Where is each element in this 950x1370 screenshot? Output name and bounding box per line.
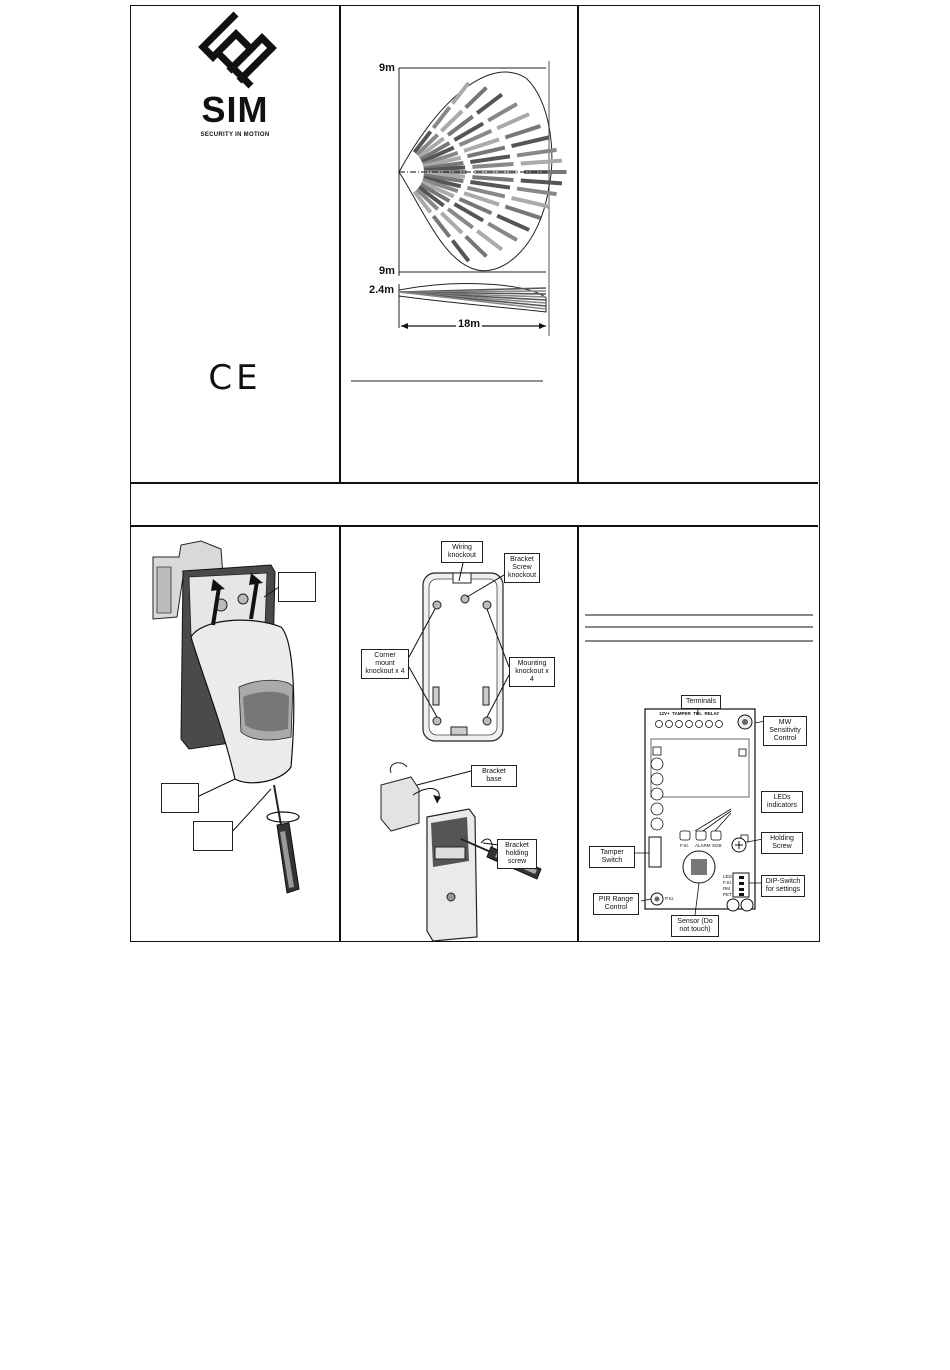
blank-panel [579,6,819,482]
dip-label-0: LED [723,874,732,879]
pcb-panel: Terminals 12V+ TAMPER TBL RELAY MW Sensi… [579,527,819,941]
coverage-panel: 9m 9m 2.4m 18m [341,6,577,482]
bracket-screw-knockout-label: Bracket Screw knockout [504,553,540,583]
section-banner [131,484,819,525]
pir-label: P.SI. [665,896,675,901]
holding-screw-label: Holding Screw [761,832,803,854]
sim-logo-icon [198,11,277,89]
brand-tagline: SECURITY IN MOTION [200,132,270,138]
detector-opening-illustration [152,540,300,894]
mounting-panel: Wiring knockout Bracket Screw knockout C… [341,527,577,941]
bracket-holding-screw-label: Bracket holding screw [497,839,537,869]
mw-sensitivity-label: MW Sensitivity Control [763,716,807,746]
base-and-bracket-illustration [380,562,542,941]
dip-label-1: F.SI. [723,880,733,885]
top-width-label: 9m [379,62,395,74]
coverage-pattern-diagram [351,61,567,382]
mounting-knockout-label: Mounting knockout x 4 [509,657,555,687]
led-label-0: F.SI. [680,843,690,848]
range-label: 18m [456,318,483,330]
instruction-sheet: SIM SECURITY IN MOTION CE 9m 9m [130,5,820,942]
bottom-width-label: 9m [379,265,395,277]
pir-range-label: PIR Range Control [593,893,639,915]
led-label-1: ALARM [695,843,711,848]
brand-name: SIM [201,89,269,130]
terminals-label: Terminals [681,695,721,709]
dip-label-2: RM [723,886,730,891]
pcb-layout-diagram [585,614,813,916]
height-label: 2.4m [369,284,395,296]
callout-box-2 [161,783,199,813]
callout-box-3 [193,821,233,851]
wiring-knockout-label: Wiring knockout [441,541,483,563]
terminal-strip-label: 12V+ TAMPER TBL RELAY [659,711,720,716]
tamper-switch-label: Tamper Switch [589,846,635,868]
corner-mount-knockout-label: Corner mount knockout x 4 [361,649,409,679]
led-label-2: SGB [712,843,722,848]
callout-box-1 [278,572,316,602]
leds-indicators-label: LEDs indicators [761,791,803,813]
ce-mark: CE [208,358,262,398]
sensor-label: Sensor (Do not touch) [671,915,719,937]
dip-switch-label: DIP-Switch for settings [761,875,805,897]
logo-panel: SIM SECURITY IN MOTION CE [131,6,339,482]
dip-label-3: PET [723,892,732,897]
cover-removal-panel [131,527,339,941]
bracket-base-label: Bracket base [471,765,517,787]
